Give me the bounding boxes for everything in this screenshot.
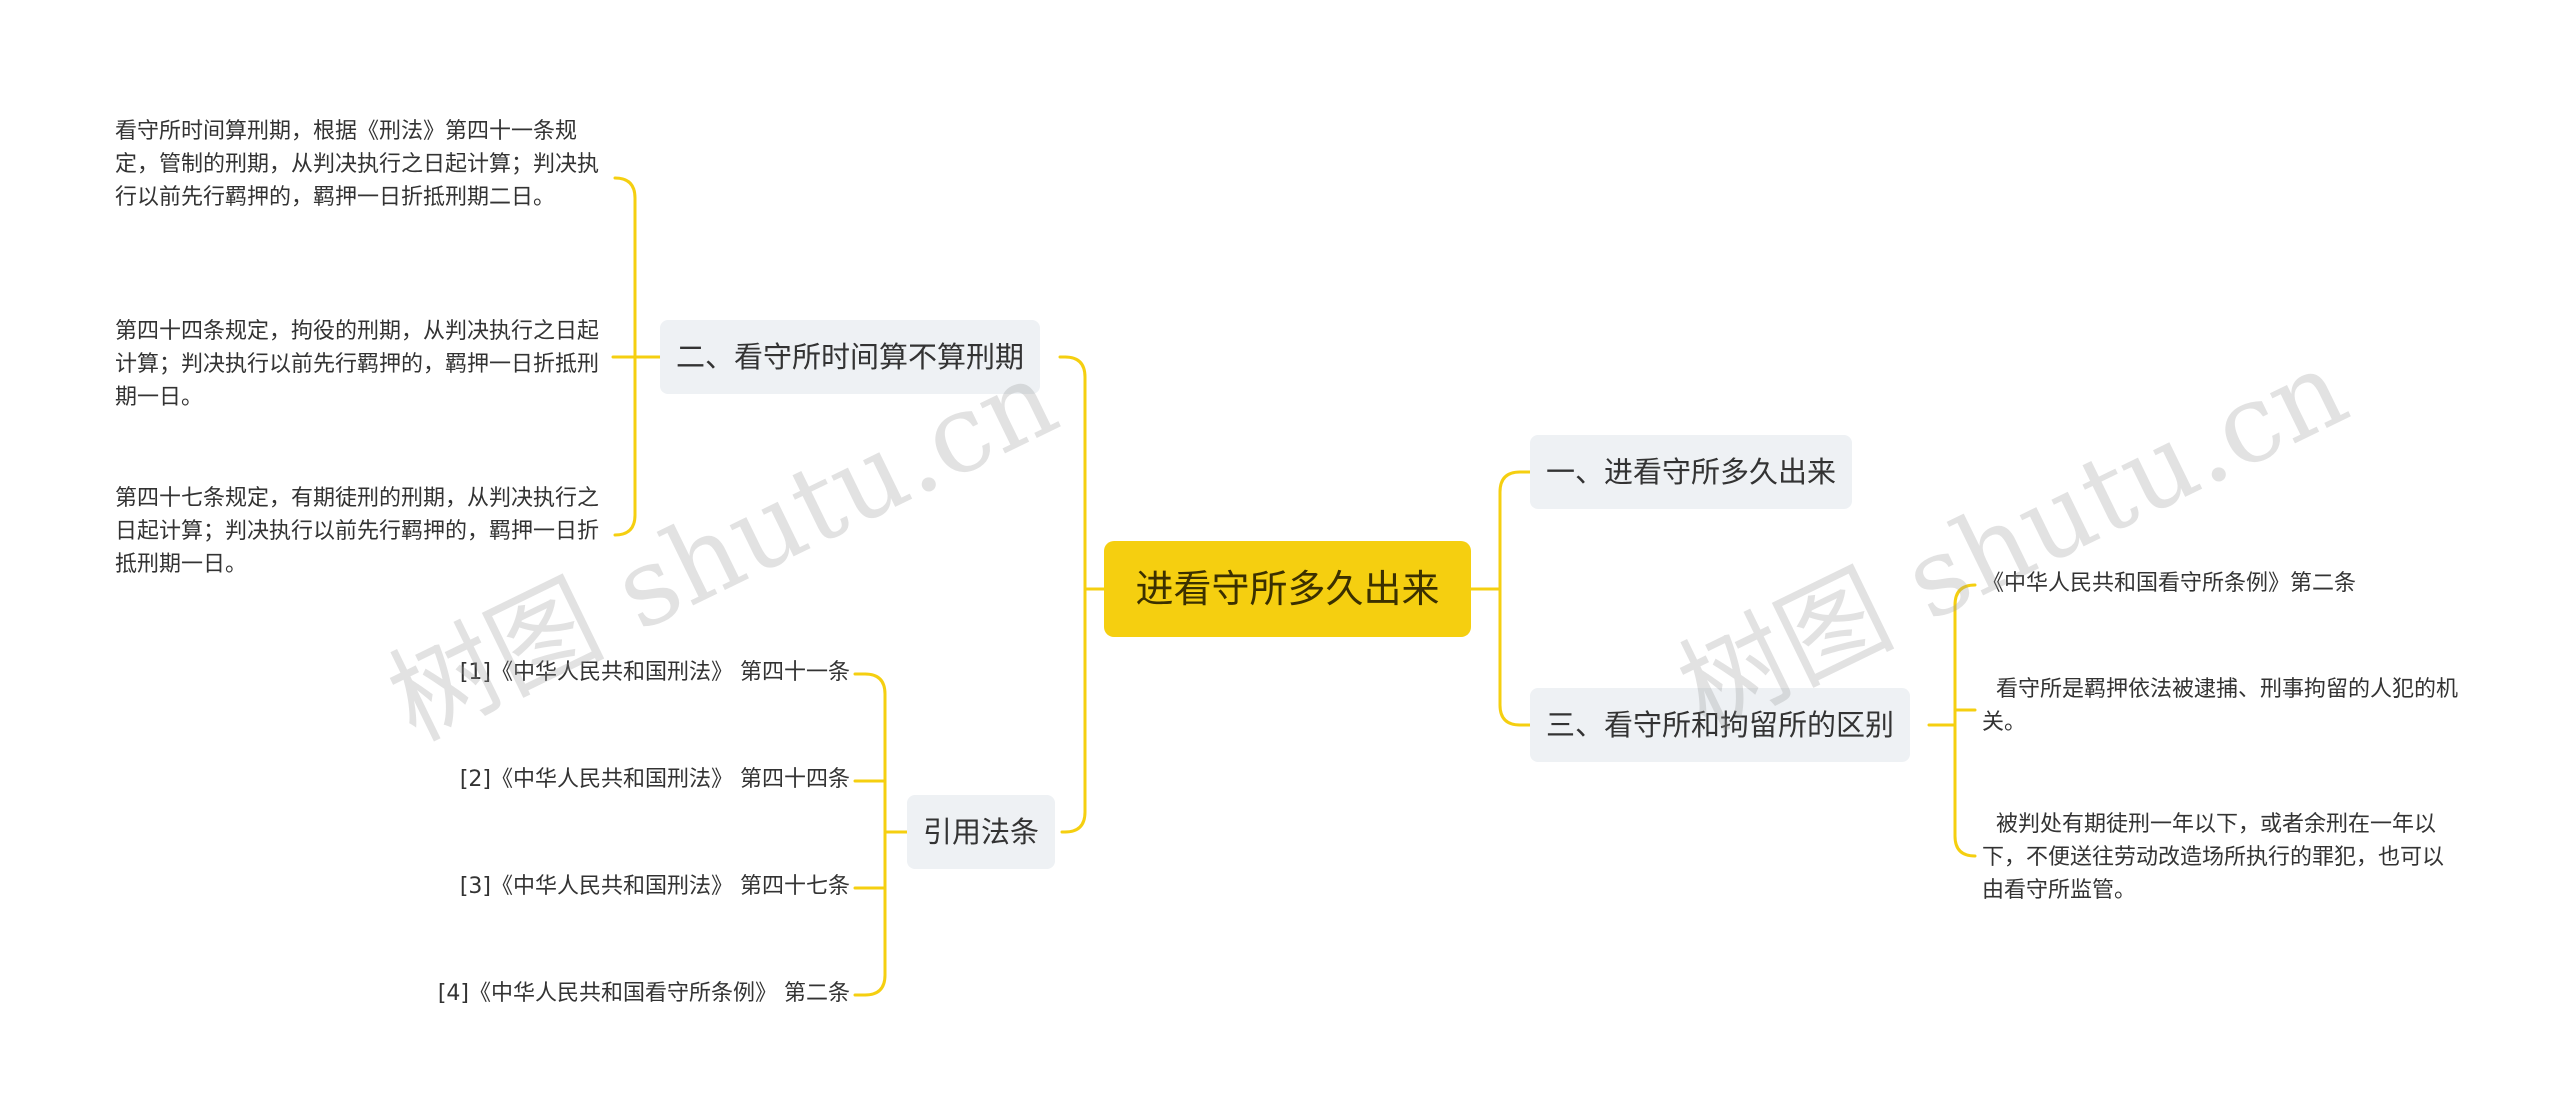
leaf-article-47-text: 第四十七条规定，有期徒刑的刑期，从判决执行之日起计算；判决执行以前先行羁押的，羁…: [115, 486, 600, 577]
leaf-article-44-text: 第四十四条规定，拘役的刑期，从判决执行之日起计算；判决执行以前先行羁押的，羁押一…: [115, 319, 600, 410]
leaf-detention-house-definition: 看守所是羁押依法被逮捕、刑事拘留的人犯的机关。: [1982, 677, 2459, 735]
branch-cited-law[interactable]: 引用法条: [907, 795, 1056, 869]
leaf-cited-law-4: [4]《中华人民共和国看守所条例》 第二条: [437, 981, 850, 1006]
leaf-cited-law-2: [2]《中华人民共和国刑法》 第四十四条: [459, 767, 850, 792]
leaf-detention-house-supervision: 被判处有期徒刑一年以下，或者余刑在一年以下，不便送往劳动改造场所执行的罪犯，也可…: [1982, 812, 2445, 903]
leaf-cited-law-3: [3]《中华人民共和国刑法》 第四十七条: [459, 874, 850, 899]
branch-difference-detention-house[interactable]: 三、看守所和拘留所的区别: [1530, 688, 1911, 762]
leaf-cited-law-1: [1]《中华人民共和国刑法》 第四十一条: [459, 660, 850, 685]
leaf-regulation-article-2: 《中华人民共和国看守所条例》第二条: [1982, 571, 2357, 596]
root-topic[interactable]: 进看守所多久出来: [1104, 541, 1471, 637]
branch-detention-time-counts[interactable]: 二、看守所时间算不算刑期: [660, 320, 1041, 394]
branch-how-long-out[interactable]: 一、进看守所多久出来: [1530, 435, 1853, 509]
leaf-article-41-text: 看守所时间算刑期，根据《刑法》第四十一条规定，管制的刑期，从判决执行之日起计算；…: [115, 119, 600, 210]
